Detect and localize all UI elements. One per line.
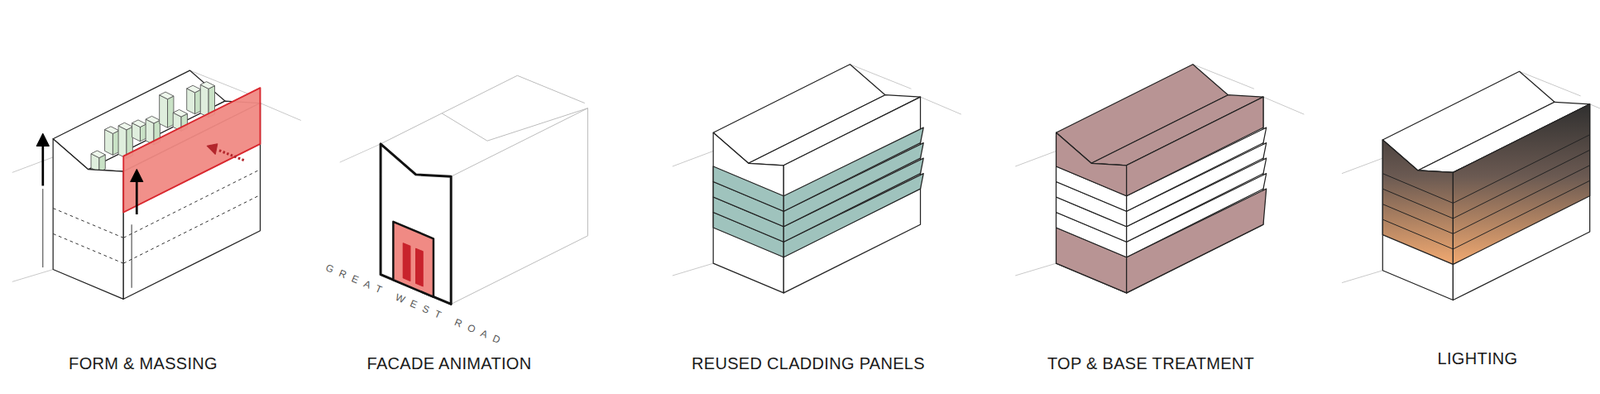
panel-caption: LIGHTING (1437, 349, 1519, 369)
panel-caption: FORM & MASSING (68, 354, 218, 374)
panel-caption: REUSED CLADDING PANELS (691, 354, 925, 374)
panel-caption: TOP & BASE TREATMENT (1047, 354, 1255, 374)
panel-caption: FACADE ANIMATION (367, 354, 532, 374)
